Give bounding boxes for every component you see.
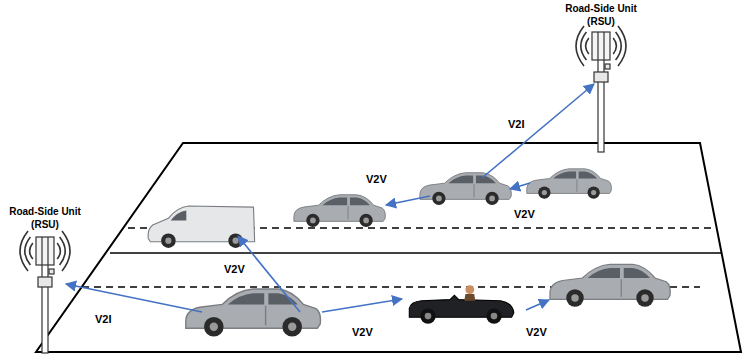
signal-arc [30,243,33,259]
signal-arc [613,38,616,54]
link-arrows [66,84,594,312]
signal-arc [581,32,587,60]
rsu-box [38,277,52,287]
v2v-arrow [322,299,402,312]
road-outline [36,143,741,352]
rsu-panel [592,32,610,60]
car [294,195,385,227]
rsu-node: Road-Side Unit (RSU) [0,205,90,355]
rsu-box [49,269,54,274]
v2v-arrow [526,300,549,310]
rsu-panel-line [47,237,48,265]
link-label: V2I [508,118,525,130]
signal-arc [62,231,70,271]
link-label: V2V [526,326,547,338]
v2i-arrow [66,284,202,312]
rsu-tower [20,231,70,353]
rsu-box [594,72,608,82]
rsu-panel-line [603,32,604,60]
link-label: V2I [95,313,112,325]
signal-arc [60,237,66,265]
rsu-panel-line [41,237,42,265]
rsu-label: Road-Side Unit (RSU) [556,2,646,28]
link-label: V2V [366,173,387,185]
signal-arc [25,237,31,265]
signal-arc [576,26,584,66]
rsu-node: Road-Side Unit (RSU) [556,2,646,154]
signal-arc [586,38,589,54]
v2i-arrow [482,84,594,178]
convertible [409,285,514,324]
link-label: V2V [514,208,535,220]
car [527,169,612,199]
signal-arc [616,32,622,60]
v2v-arrow [510,183,530,189]
rsu-box [605,64,610,69]
rsu-tower [576,26,626,152]
car [420,173,511,205]
link-label: V2V [352,326,373,338]
road-divider [110,252,722,254]
rsu-panel [36,237,54,265]
car [186,289,321,337]
v2v-arrow [238,236,300,312]
signal-arc [57,243,60,259]
car [550,264,670,307]
rsu-panel-line [597,32,598,60]
signal-arc [20,231,28,271]
rsu-label: Road-Side Unit (RSU) [0,205,90,231]
signal-arc [618,26,626,66]
van [148,206,255,248]
link-label: V2V [224,263,245,275]
v2v-arrow [386,196,430,205]
